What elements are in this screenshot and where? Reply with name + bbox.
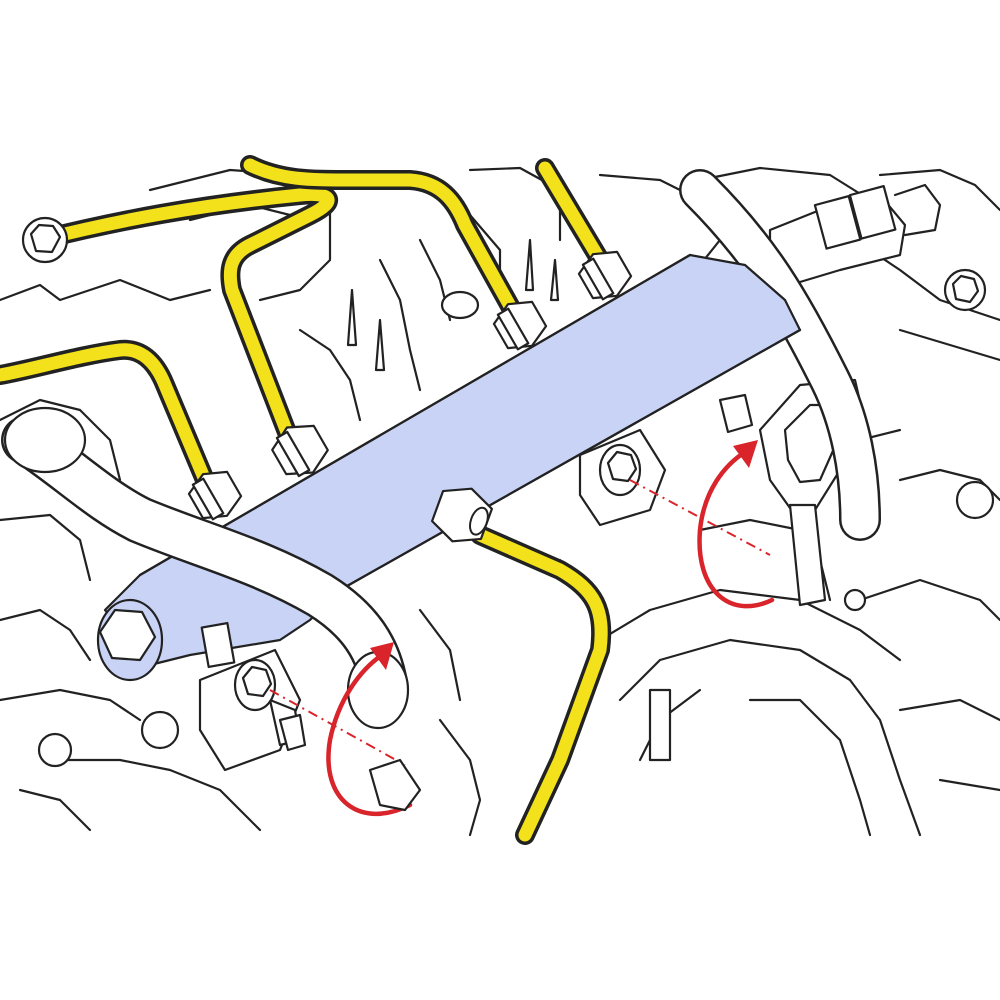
rail-retaining-bolt-left	[233, 658, 277, 712]
curved-arrow-counterclockwise-icon	[697, 440, 775, 609]
harness-clips	[278, 393, 754, 812]
rail-retaining-bolt-right	[598, 443, 642, 497]
rubber-hose-top	[679, 169, 881, 541]
bolt-axis-line-right	[629, 479, 771, 556]
engine-bolts	[21, 216, 995, 768]
rubber-hose-lower	[1, 406, 410, 730]
bolt-axis-line-left	[269, 689, 406, 766]
sensor-connector	[768, 183, 942, 287]
curved-arrow-counterclockwise-icon	[326, 642, 413, 817]
pipe-union-nuts	[187, 250, 633, 543]
fuel-pipes	[0, 155, 612, 845]
